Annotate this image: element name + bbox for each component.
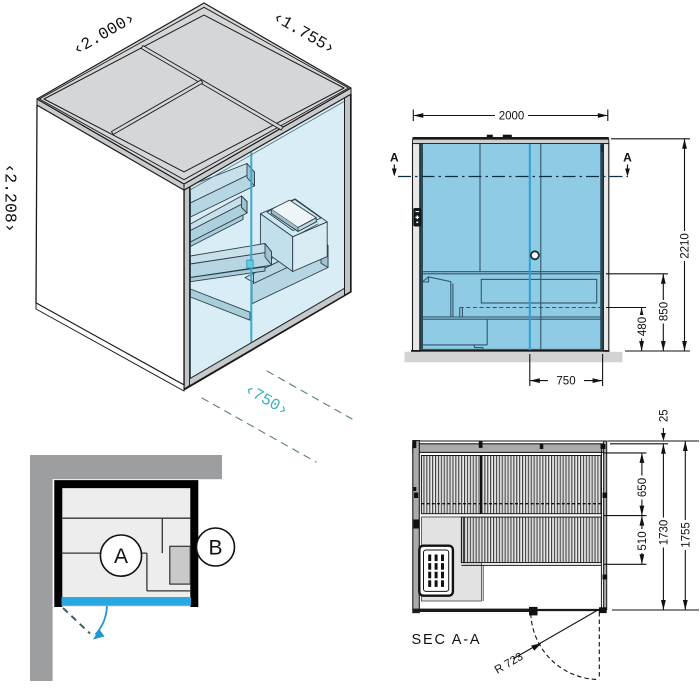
svg-text:25: 25 <box>659 409 671 422</box>
svg-text:510: 510 <box>637 531 649 550</box>
svg-text:1755: 1755 <box>681 522 693 548</box>
svg-text:750: 750 <box>556 376 575 388</box>
svg-text:480: 480 <box>637 317 649 336</box>
svg-text:A: A <box>390 151 399 165</box>
svg-text:B: B <box>208 536 222 559</box>
svg-text:1730: 1730 <box>659 520 671 546</box>
svg-text:A: A <box>114 545 128 568</box>
svg-text:2210: 2210 <box>680 233 692 259</box>
svg-text:SEC A-A: SEC A-A <box>412 632 482 648</box>
svg-text:‹2.208›: ‹2.208› <box>1 163 20 232</box>
svg-text:650: 650 <box>637 478 649 497</box>
svg-text:A: A <box>623 151 632 165</box>
svg-text:850: 850 <box>659 302 671 321</box>
svg-text:2000: 2000 <box>499 111 525 123</box>
